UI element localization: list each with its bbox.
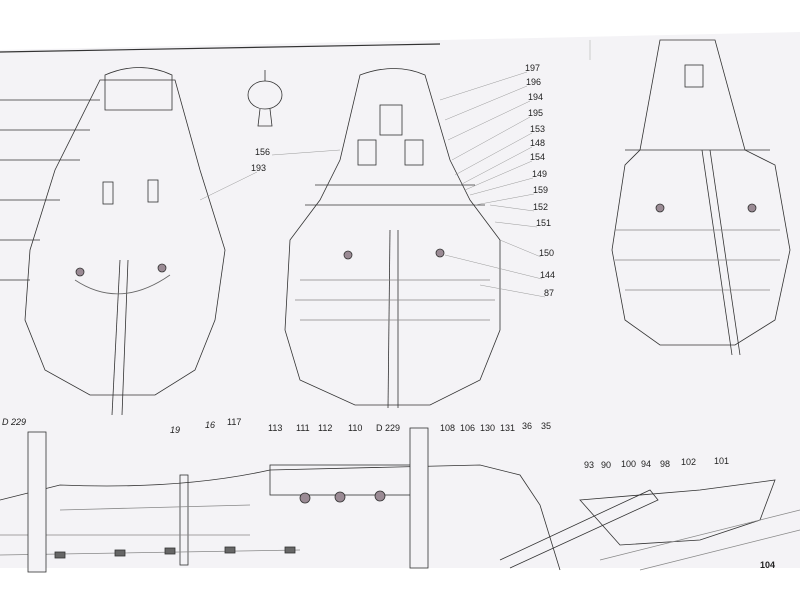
- callout-144: 144: [540, 270, 556, 280]
- callout-197: 197: [525, 63, 541, 73]
- callout-100: 100: [621, 459, 637, 469]
- callout-98: 98: [660, 459, 671, 469]
- callout-148: 148: [530, 138, 546, 148]
- callout-131: 131: [500, 423, 516, 433]
- callout-102: 102: [681, 457, 697, 467]
- callout-36: 36: [522, 421, 533, 431]
- callout-152: 152: [533, 202, 549, 212]
- callout-149: 149: [532, 169, 548, 179]
- callout-196: 196: [526, 77, 542, 87]
- callout-87: 87: [544, 288, 555, 298]
- callout-130: 130: [480, 423, 496, 433]
- callout-106: 106: [460, 423, 476, 433]
- callout-159: 159: [533, 185, 549, 195]
- callout-90: 90: [601, 460, 612, 470]
- callout-154: 154: [530, 152, 546, 162]
- sheet-border: [0, 43, 441, 53]
- callout-117: 117: [227, 417, 242, 427]
- side-view-hull: [0, 427, 561, 573]
- callout-113: 113: [268, 423, 283, 433]
- ship-boat: [499, 479, 800, 571]
- callout-156: 156: [255, 147, 271, 157]
- stern-view-right: [611, 39, 791, 356]
- callout-19: 19: [170, 425, 181, 435]
- background-top: [0, 0, 800, 50]
- background-bottom: [0, 568, 800, 600]
- callout-35: 35: [541, 421, 552, 431]
- callout-151: 151: [536, 218, 552, 228]
- callout-153: 153: [530, 124, 546, 134]
- callout-194: 194: [528, 92, 544, 102]
- callout-16: 16: [205, 420, 216, 430]
- callout-101: 101: [714, 456, 730, 466]
- leader-lines: [199, 71, 546, 298]
- callout-195: 195: [528, 108, 544, 118]
- callout-d229: D 229: [2, 417, 27, 427]
- page-number: 104: [760, 560, 776, 570]
- callout-193: 193: [251, 163, 267, 173]
- callout-150: 150: [539, 248, 555, 258]
- callout-110: 110: [348, 423, 363, 433]
- stern-view-left: [0, 67, 226, 416]
- callout-93: 93: [584, 460, 595, 470]
- callout-d229-2: D 229: [376, 423, 401, 433]
- callout-112: 112: [318, 423, 333, 433]
- callout-111: 111: [296, 423, 310, 433]
- finial-detail: [247, 70, 283, 127]
- callout-94: 94: [641, 459, 652, 469]
- stern-view-center: [284, 68, 501, 409]
- callout-108: 108: [440, 423, 456, 433]
